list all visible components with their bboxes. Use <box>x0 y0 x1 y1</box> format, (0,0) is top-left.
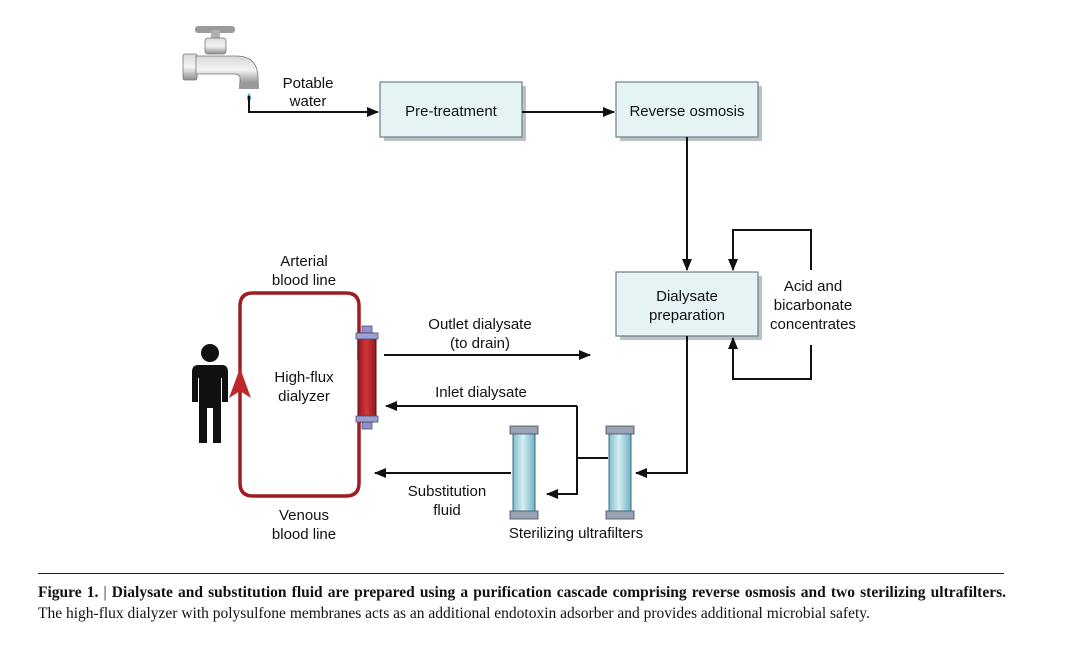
blood-line-loop <box>238 291 361 498</box>
dialysis-flow-diagram: Pre-treatment Reverse osmosis Dialysate … <box>182 26 856 543</box>
preparation-to-filter-line <box>635 336 688 478</box>
concentrates-label-1: Acid and <box>784 278 842 295</box>
dialyzer-label-2: dialyzer <box>278 388 330 405</box>
substitution-fluid-label-2: fluid <box>433 502 461 519</box>
outlet-dialysate-label-1: Outlet dialysate <box>428 316 531 333</box>
venous-label-1: Venous <box>279 507 329 524</box>
potable-water-line <box>248 96 379 117</box>
figure-caption: Figure 1. | Dialysate and substitution f… <box>38 582 1006 624</box>
dialysate-prep-label-2: preparation <box>649 307 725 324</box>
caption-bold-text: Dialysate and substitution fluid are pre… <box>111 584 1007 601</box>
arterial-label-2: blood line <box>272 272 336 289</box>
dialysate-preparation-box: Dialysate preparation <box>615 271 762 340</box>
caption-text: The high-flux dialyzer with polysulfone … <box>38 605 870 622</box>
concentrates-label-3: concentrates <box>770 316 856 333</box>
pretreatment-label: Pre-treatment <box>405 103 498 120</box>
pretreatment-box: Pre-treatment <box>379 81 526 141</box>
patient-icon <box>192 344 228 443</box>
caption-separator: | <box>98 584 112 601</box>
concentrates-label-2: bicarbonate <box>774 297 852 314</box>
concentrates-loop-top <box>728 229 812 271</box>
potable-water-label-1: Potable <box>283 75 334 92</box>
reverse-osmosis-label: Reverse osmosis <box>629 103 744 120</box>
ultrafilters-label: Sterilizing ultrafilters <box>509 525 643 542</box>
arterial-label-1: Arterial <box>280 253 328 270</box>
dialyzer-icon <box>355 325 379 430</box>
venous-label-2: blood line <box>272 526 336 543</box>
substitution-fluid-label-1: Substitution <box>408 483 486 500</box>
reverse-osmosis-box: Reverse osmosis <box>615 81 762 141</box>
dialysate-prep-label-1: Dialysate <box>656 288 718 305</box>
ultrafilter-left-icon <box>509 425 539 520</box>
caption-divider <box>38 573 1004 574</box>
outlet-dialysate-label-2: (to drain) <box>450 335 510 352</box>
dialyzer-label-1: High-flux <box>274 369 334 386</box>
blood-flow-arrow-icon <box>229 368 251 398</box>
caption-prefix: Figure 1. <box>38 584 99 601</box>
concentrates-loop-bottom <box>728 337 812 380</box>
inlet-dialysate-label: Inlet dialysate <box>435 384 527 401</box>
faucet-icon <box>182 26 259 101</box>
potable-water-label-2: water <box>289 93 327 110</box>
inlet-dialysate-line <box>546 406 578 499</box>
ultrafilter-right-icon <box>605 425 635 520</box>
